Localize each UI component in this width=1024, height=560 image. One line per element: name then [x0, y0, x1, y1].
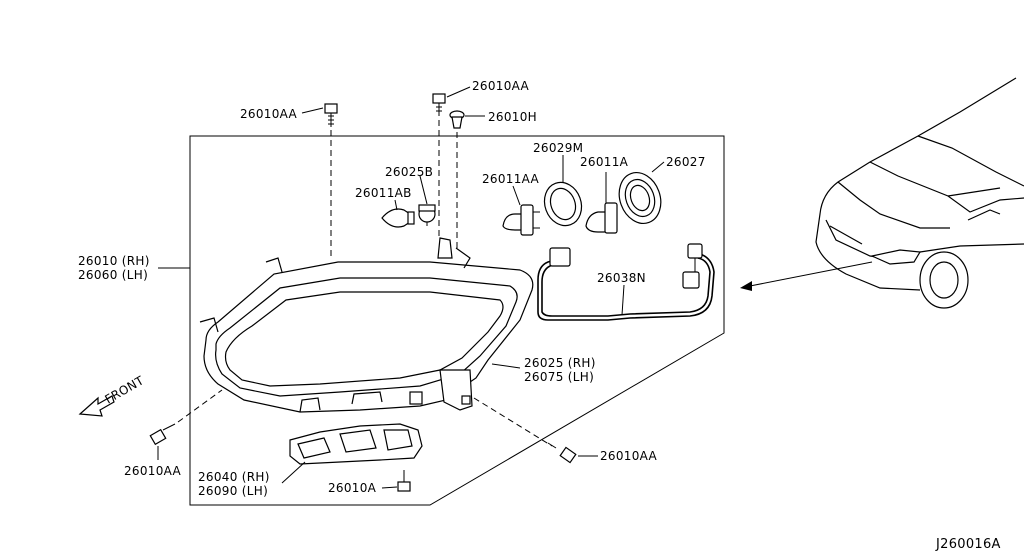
label-cap-26027: 26027	[666, 155, 706, 169]
bulb-26011a	[585, 202, 618, 234]
label-bolt-bottom-mid: 26010A	[328, 481, 377, 495]
leader-bulb-26011aa	[512, 185, 521, 206]
label-bolt-bottom-left: 26010AA	[124, 464, 182, 478]
wiring-harness-26038n	[537, 243, 715, 321]
leader-socket-26025b	[419, 175, 428, 205]
bolt-top-mid	[432, 93, 446, 116]
clip-top	[449, 110, 465, 129]
leader-bracket	[281, 461, 306, 484]
label-front: FRONT	[103, 373, 147, 407]
label-bulb-26011ab: 26011AB	[355, 186, 412, 200]
leader-bolt-top-left	[301, 107, 324, 114]
label-harness: 26038N	[597, 271, 646, 285]
leader-harness	[621, 284, 625, 316]
label-bolt-top-left: 26010AA	[240, 107, 298, 121]
label-bracket-rh: 26040 (RH)	[198, 470, 270, 484]
front-arrow-icon	[78, 395, 115, 417]
leader-bolt-bottom-mid	[381, 486, 398, 489]
dash-bolt-bottom-left	[177, 389, 223, 423]
label-bolt-top-mid: 26010AA	[472, 79, 530, 93]
label-diagram-id: J260016A	[935, 537, 1001, 552]
bolt-bottom-left	[149, 423, 176, 446]
label-housing-lh: 26060 (LH)	[78, 268, 148, 282]
label-bulb-26011aa: 26011AA	[482, 172, 540, 186]
cap-26029m	[543, 181, 583, 227]
label-socket-26025b: 26025B	[385, 165, 433, 179]
dash-bolt-bottom-right	[473, 397, 553, 447]
label-housing-rh: 26010 (RH)	[78, 254, 150, 268]
socket-26025b	[418, 204, 436, 226]
bolt-top-left	[324, 103, 338, 127]
vehicle-pointer-line	[749, 261, 873, 287]
bolt-bottom-right	[547, 442, 577, 464]
bracket-26040	[289, 423, 423, 465]
label-lens-lh: 26075 (LH)	[524, 370, 594, 384]
leader-cap-26027	[651, 161, 665, 173]
label-bolt-bottom-right: 26010AA	[600, 449, 658, 463]
headlamp-housing	[199, 237, 534, 413]
label-clip-top: 26010H	[488, 110, 537, 124]
cap-26027	[618, 172, 662, 224]
leader-bulb-26011ab	[394, 199, 398, 211]
bolt-bottom-mid	[397, 470, 411, 492]
label-lens-rh: 26025 (RH)	[524, 356, 596, 370]
leader-lens	[491, 363, 521, 369]
bulb-26011aa	[502, 204, 540, 236]
vehicle-pointer-arrowhead	[740, 281, 752, 291]
label-bulb-26011a: 26011A	[580, 155, 629, 169]
label-cap-26029m: 26029M	[533, 141, 583, 155]
bulb-26011ab	[381, 208, 415, 228]
label-bracket-lh: 26090 (LH)	[198, 484, 268, 498]
vehicle-illustration	[815, 77, 1024, 309]
leader-bolt-top-mid	[446, 86, 471, 98]
parts-box-outline	[189, 135, 725, 506]
